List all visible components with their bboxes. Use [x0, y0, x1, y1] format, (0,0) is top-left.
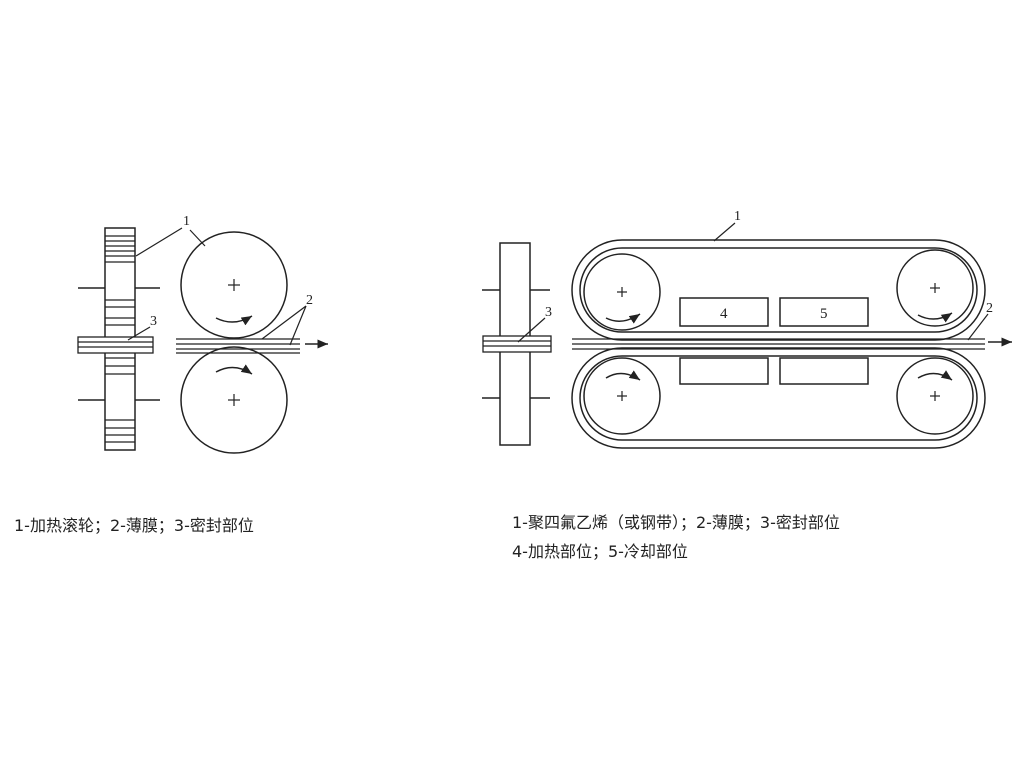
lower-belt-inner — [579, 355, 978, 441]
left-label-2: 2 — [306, 293, 313, 308]
film-strip-right-entry — [482, 335, 552, 353]
heating-zone-upper — [679, 297, 769, 327]
roller-centers — [228, 279, 240, 406]
right-label-3: 3 — [545, 305, 552, 320]
cooling-zone-label: 5 — [820, 306, 828, 322]
film-sealed-left — [176, 338, 300, 354]
pulley-lower-right — [896, 357, 974, 435]
heating-zone-lower — [679, 357, 769, 385]
leader-line-1 — [135, 227, 183, 257]
pulley-centers — [617, 283, 940, 401]
right-label-1: 1 — [734, 209, 741, 224]
left-figure — [77, 227, 328, 454]
cooling-zone-lower — [779, 357, 869, 385]
upper-belt-outer — [571, 239, 986, 341]
leader-line-2 — [261, 305, 307, 340]
right-label-2: 2 — [986, 301, 993, 316]
cooling-zone-upper — [779, 297, 869, 327]
right-caption-line-2: 4-加热部位；5-冷却部位 — [512, 542, 688, 561]
leader-line-r3 — [517, 317, 546, 343]
pulley-lower-left — [583, 357, 661, 435]
left-label-1: 1 — [183, 214, 190, 229]
leader-line-3 — [127, 326, 151, 341]
right-figure — [482, 222, 1012, 449]
upper-roller — [180, 231, 288, 339]
left-label-3: 3 — [150, 314, 157, 329]
right-caption-line-1: 1-聚四氟乙烯（或钢带）；2-薄膜；3-密封部位 — [512, 513, 840, 532]
pulley-upper-right — [896, 249, 974, 327]
lower-roller — [180, 346, 288, 454]
film-sealed-right — [572, 338, 985, 350]
leader-line-r1 — [713, 222, 736, 242]
rotation-arrow-ul — [605, 313, 641, 324]
rotation-arrow-upper — [215, 315, 253, 326]
pulley-upper-left — [583, 253, 661, 331]
rotation-arrow-ll — [605, 370, 641, 381]
left-caption: 1-加热滚轮；2-薄膜；3-密封部位 — [14, 516, 254, 535]
rotation-arrow-lower — [215, 364, 253, 375]
rotation-arrow-ur — [917, 312, 953, 323]
heating-zone-label: 4 — [720, 306, 728, 322]
leader-line-1b — [189, 229, 206, 247]
leader-line-2b — [289, 305, 307, 346]
rotation-arrow-lr — [917, 370, 953, 381]
film-strip-left — [77, 336, 154, 354]
roller-teeth — [105, 235, 135, 443]
upper-belt-inner — [579, 247, 978, 333]
leader-line-r2 — [967, 313, 989, 341]
lower-belt-outer — [571, 347, 986, 449]
